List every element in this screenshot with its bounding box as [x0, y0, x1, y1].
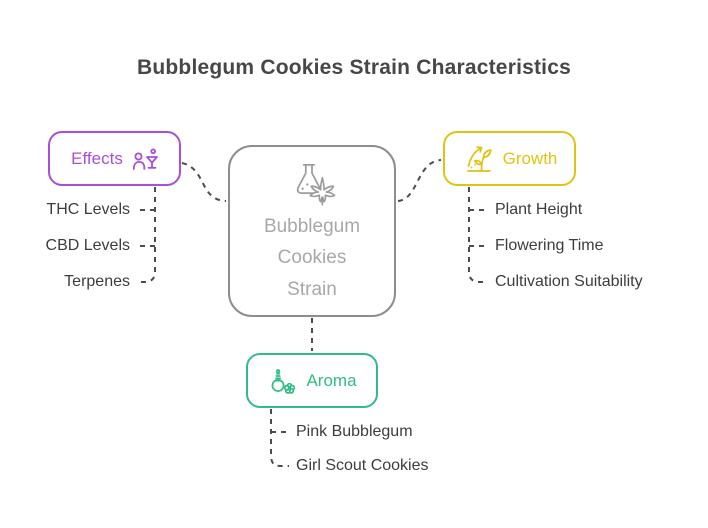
- aroma-item-girl-scout-cookies: Girl Scout Cookies: [296, 457, 429, 474]
- effects-item-cbd: CBD Levels: [45, 237, 130, 254]
- node-growth: Growth: [443, 131, 576, 186]
- growth-label: Growth: [502, 148, 558, 168]
- node-aroma: Aroma: [246, 353, 378, 408]
- node-central-strain: Bubblegum Cookies Strain: [228, 145, 396, 317]
- edge-aroma-items: [270, 409, 289, 467]
- growth-item-cultivation: Cultivation Suitability: [495, 273, 643, 290]
- growth-item-plant-height: Plant Height: [495, 201, 583, 218]
- perfume-flower-icon: [267, 365, 299, 397]
- node-effects: Effects: [48, 131, 181, 186]
- central-label-line2: Cookies: [277, 247, 347, 269]
- aroma-item-pink-bubblegum: Pink Bubblegum: [296, 423, 413, 440]
- effects-label: Effects: [71, 148, 123, 168]
- central-label-line1: Bubblegum: [263, 216, 361, 238]
- effects-item-thc: THC Levels: [46, 201, 130, 218]
- effects-item-terpenes: Terpenes: [64, 273, 130, 290]
- flask-cannabis-icon: [283, 160, 341, 208]
- page-title: Bubblegum Cookies Strain Characteristics: [137, 56, 571, 79]
- plant-growth-icon: [462, 142, 496, 176]
- growth-item-flowering-time: Flowering Time: [495, 237, 604, 254]
- aroma-label: Aroma: [306, 370, 357, 390]
- edge-effects-items: [137, 187, 156, 283]
- edge-effects-central: [181, 162, 227, 202]
- central-label-line3: Strain: [287, 278, 337, 300]
- edge-growth-items: [468, 187, 487, 283]
- person-cocktail-icon: [130, 145, 158, 173]
- edge-central-growth: [397, 159, 442, 202]
